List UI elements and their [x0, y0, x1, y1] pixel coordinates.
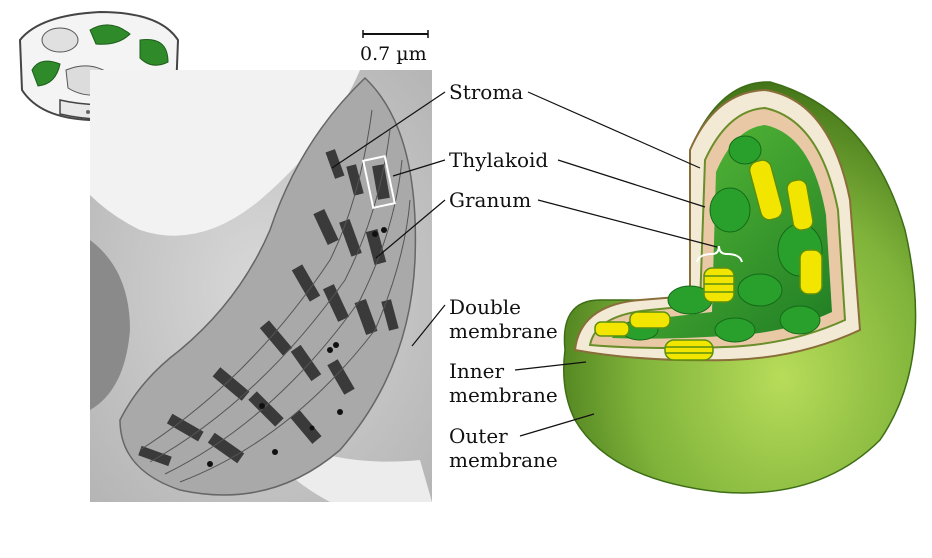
chloroplast-illustration [563, 81, 917, 494]
inner-membrane-label-line1: Inner [449, 359, 505, 383]
double-membrane-label-line2: membrane [449, 319, 558, 343]
electron-micrograph [90, 70, 432, 502]
outer-membrane-label-line2: membrane [449, 448, 558, 472]
thylakoid-label: Thylakoid [449, 148, 549, 172]
plant-cell-thumbnail [18, 10, 180, 122]
scale-bar [362, 30, 429, 38]
double-membrane-label-line1: Double [449, 295, 521, 319]
scale-bar-label: 0.7 µm [360, 43, 427, 65]
stroma-label: Stroma [449, 80, 524, 104]
grana-illustration [594, 159, 823, 361]
grana-stacks [138, 149, 399, 467]
outer-membrane-label-line1: Outer [449, 424, 508, 448]
granum-label: Granum [449, 188, 532, 212]
leader-lines [331, 91, 718, 437]
inner-membrane-label-line2: membrane [449, 383, 558, 407]
